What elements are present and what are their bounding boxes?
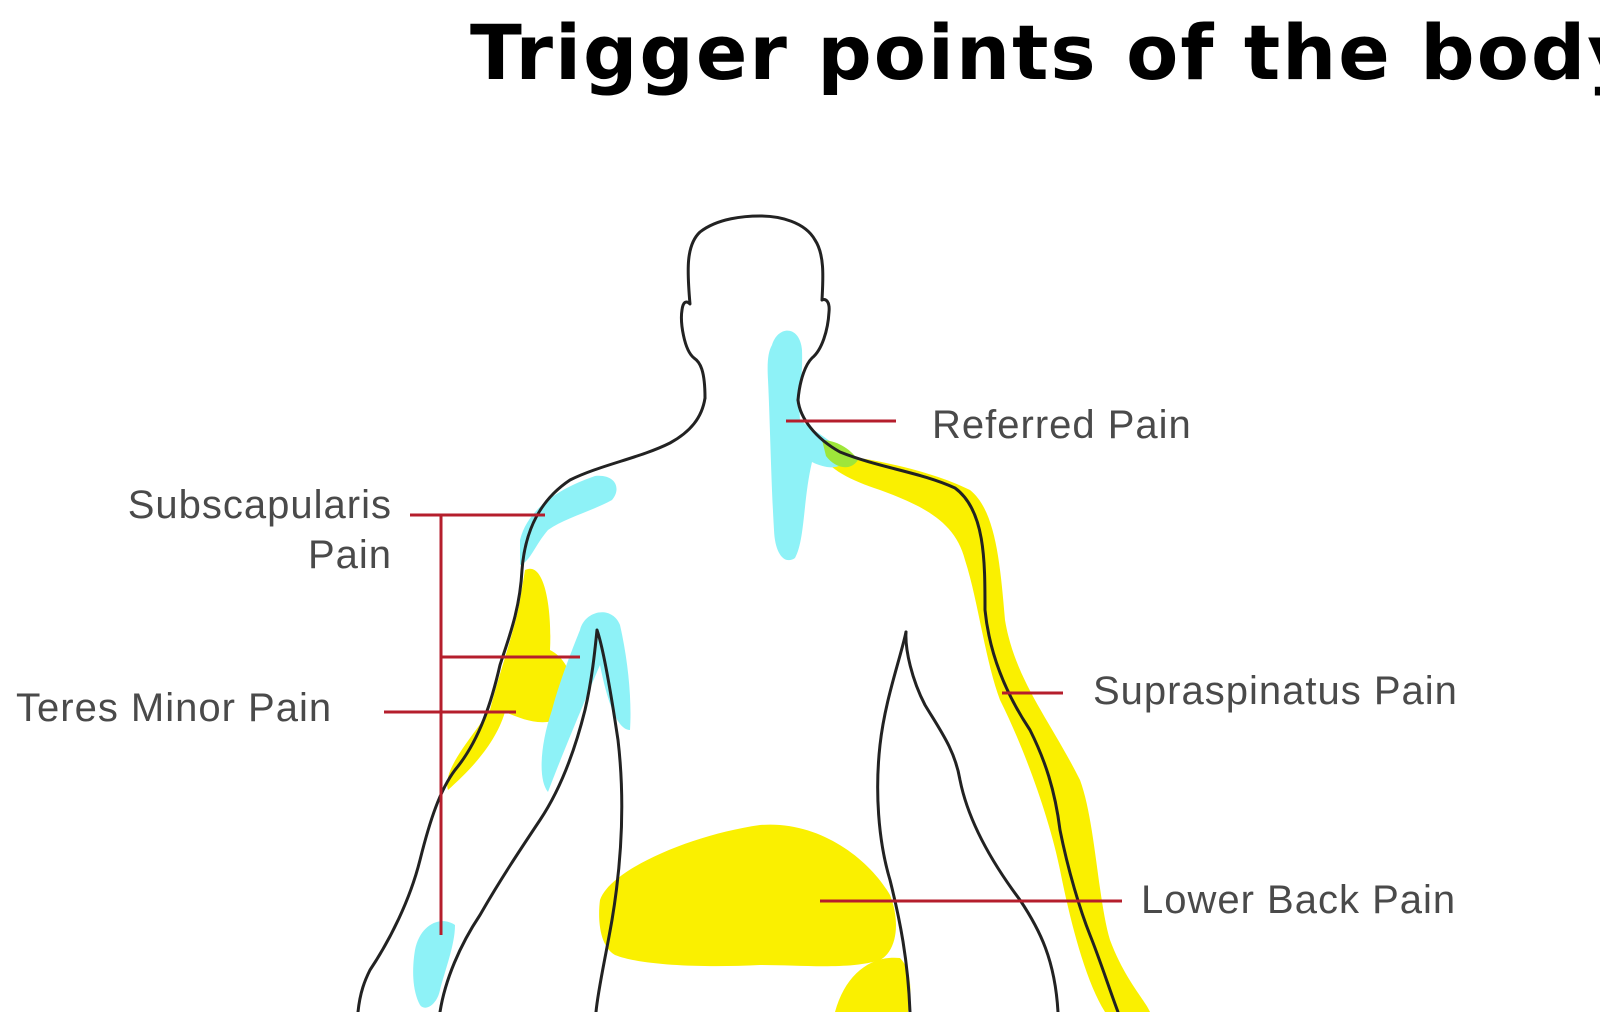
hip-zone [835,957,911,1012]
cyan-pain-zones [413,330,845,1008]
subscapularis-zone [520,475,617,565]
supraspinatus-label: Supraspinatus Pain [1093,669,1458,713]
leader-lines [384,419,1122,935]
lower-back-zone [599,824,896,967]
referred-pain-label: Referred Pain [932,403,1192,447]
right-shoulder-outline [796,398,1120,1012]
subscapularis-label-line1: Subscapularis [127,483,392,527]
teres-minor-label: Teres Minor Pain [16,686,333,730]
right-torso-outline [904,630,1060,1012]
right-side-outline [876,630,912,1012]
diagram-title: Trigger points of the body [470,8,1600,97]
arm-inner-zone [541,612,631,792]
wrist-zone [413,921,455,1008]
body-outline [356,214,1120,1012]
head-outline [680,214,831,402]
subscapularis-label: Subscapularis Pain [60,480,392,580]
lower-back-label: Lower Back Pain [1141,878,1457,922]
referred-zone [767,330,845,561]
supraspinatus-zone [818,452,1150,1012]
left-shoulder-outline [356,396,707,1012]
subscapularis-label-line2: Pain [307,533,392,577]
left-torso-outline [438,628,624,1012]
